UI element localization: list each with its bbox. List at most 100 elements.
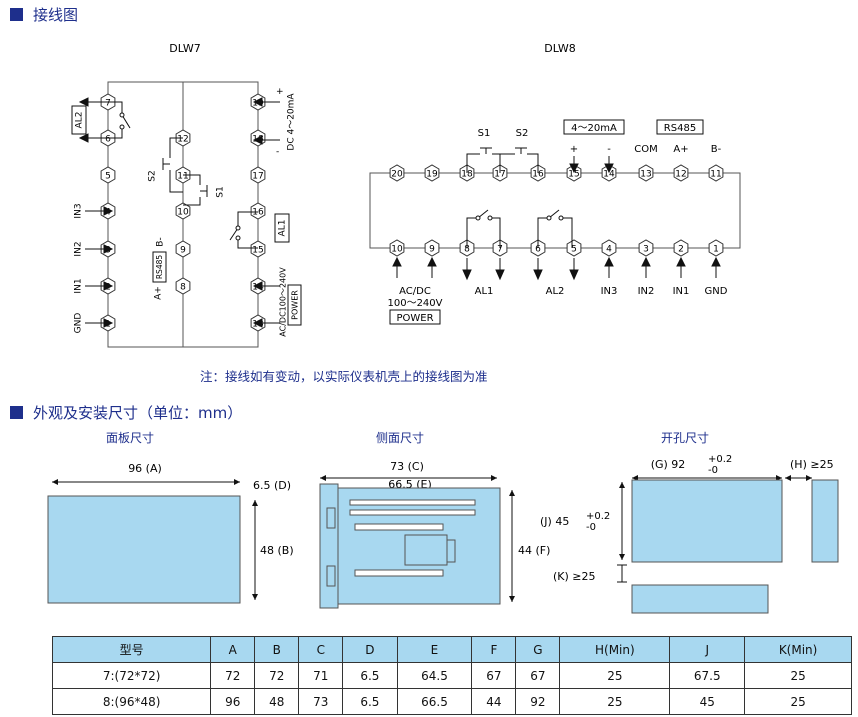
cutout-g-tol-plus: +0.2 (708, 454, 732, 465)
section-dimensions-title: 外观及安装尺寸（单位：mm） (10, 402, 242, 423)
panel-rect (47, 495, 241, 604)
table-cell: 25 (559, 662, 671, 689)
table-cell: 25 (559, 688, 671, 715)
svg-text:9: 9 (429, 245, 435, 255)
al2-label: AL2 (75, 112, 85, 129)
table-header-cell: K(Min) (744, 636, 852, 663)
terminal-t12: 12 (673, 164, 689, 182)
svg-text:11: 11 (710, 170, 721, 180)
table-cell: 72 (210, 662, 256, 689)
svg-text:13: 13 (640, 170, 651, 180)
wire-arrow (676, 256, 686, 267)
panel-width: 96 (A) (128, 462, 162, 475)
in3-label-8: IN3 (601, 286, 618, 297)
table-cell: 67 (471, 662, 517, 689)
al1-box (274, 213, 290, 243)
wire-arrow (711, 256, 721, 267)
power-box-8 (389, 309, 441, 325)
svg-text:4: 4 (606, 245, 612, 255)
in1-label: IN1 (74, 278, 84, 293)
section-wiring-label: 接线图 (33, 6, 79, 24)
svg-text:7: 7 (105, 99, 111, 109)
s1-label: S1 (216, 186, 226, 197)
cutout-j: (J) 45 (540, 515, 569, 528)
al2-arrow-2 (78, 133, 89, 143)
in3-label: IN3 (74, 203, 84, 218)
terminal-b3: 3 (638, 239, 654, 257)
terminal-t13: 13 (638, 164, 654, 182)
terminal-t20: 20 (389, 164, 405, 182)
cutout-rect (631, 479, 783, 563)
section-square-icon-2 (10, 406, 23, 419)
svg-text:16: 16 (252, 208, 264, 218)
aplus-label-8: A+ (673, 144, 688, 155)
svg-text:10: 10 (391, 245, 403, 255)
svg-text:11: 11 (177, 172, 188, 182)
svg-text:2: 2 (678, 245, 684, 255)
terminal-l5: 5 (100, 166, 116, 184)
wire-arrow (462, 269, 472, 281)
svg-text:5: 5 (105, 172, 111, 182)
section-square-icon (10, 8, 23, 21)
gnd-label-8: GND (705, 286, 728, 297)
terminal-m8: 8 (175, 277, 191, 295)
plus-label-8: + (570, 144, 578, 155)
table-cell: 66.5 (396, 688, 473, 715)
panel-title: 面板尺寸 (106, 431, 154, 445)
table-header-cell: E (396, 636, 473, 663)
table-header-cell: J (669, 636, 746, 663)
svg-text:15: 15 (252, 246, 263, 256)
svg-text:8: 8 (464, 245, 470, 255)
acdc-label-8: AC/DC (399, 286, 431, 297)
side-c: 73 (C) (390, 460, 424, 473)
s2-switch-8 (500, 153, 539, 173)
table-cell: 6.5 (342, 688, 398, 715)
cutout-g: (G) 92 (651, 458, 686, 471)
cutout-k: (K) ≥25 (553, 570, 596, 583)
table-cell: 7:(72*72) (51, 662, 212, 689)
bminus-label-8: B- (711, 144, 722, 155)
terminal-t11: 11 (708, 164, 724, 182)
svg-text:7: 7 (497, 245, 503, 255)
cutout-h: (H) ≥25 (790, 458, 834, 471)
in3-arrow (103, 206, 114, 216)
aplus-label: A+ (154, 286, 164, 300)
table-cell: 67.5 (669, 662, 746, 689)
table-cell: 48 (254, 688, 300, 715)
cutout-title: 开孔尺寸 (661, 431, 709, 445)
cutout-adjacent-bottom (631, 584, 769, 614)
al1-switch-8 (466, 217, 501, 248)
table-cell: 96 (210, 688, 256, 715)
rs485-box-8 (656, 119, 704, 135)
ma-box (563, 119, 625, 135)
wire-arrow (427, 256, 437, 267)
s2-label: S2 (148, 170, 158, 181)
minus-label-8: - (607, 144, 611, 155)
wire-arrow (569, 269, 579, 281)
svg-text:8: 8 (180, 283, 186, 293)
cutout-g-tol-minus: -0 (708, 465, 718, 476)
svg-text:14: 14 (603, 170, 615, 180)
in2-label: IN2 (74, 241, 84, 256)
svg-text:1: 1 (713, 245, 719, 255)
power-arrow (252, 281, 263, 291)
terminal-r16: 16 (250, 202, 266, 220)
cutout-adjacent (811, 479, 839, 563)
table-header-cell: C (298, 636, 344, 663)
table-cell: 72 (254, 662, 300, 689)
terminal-t19: 19 (424, 164, 440, 182)
svg-text:6: 6 (105, 135, 111, 145)
power-arrow-2 (252, 318, 263, 328)
table-header-cell: H(Min) (559, 636, 671, 663)
terminal-b2: 2 (673, 239, 689, 257)
svg-text:17: 17 (252, 172, 263, 182)
dc-plus: + (276, 87, 284, 97)
terminal-b9: 9 (424, 239, 440, 257)
svg-text:12: 12 (177, 135, 188, 145)
table-cell: 8:(96*48) (51, 688, 212, 715)
